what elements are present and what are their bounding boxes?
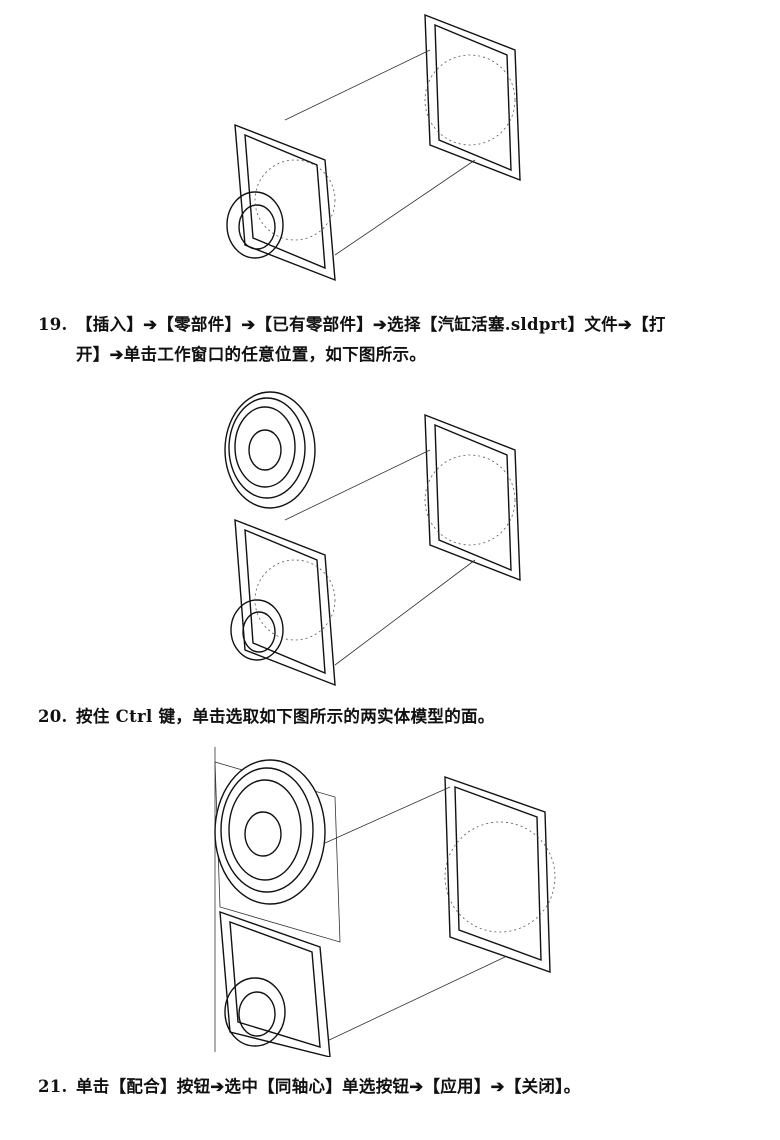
- cad-drawing: [224, 391, 521, 687]
- step-text: 按住 Ctrl 键，单击选取如下图所示的两实体模型的面。: [76, 707, 495, 726]
- cad-drawing: [214, 747, 556, 1057]
- step-number: 20.: [38, 707, 68, 726]
- step-19: 19. 【插入】➔【零部件】➔【已有零部件】➔选择【汽缸活塞.sldprt】文件➔…: [38, 310, 758, 370]
- step-21: 21. 单击【配合】按钮➔选中【同轴心】单选按钮➔【应用】➔【关闭】。: [38, 1072, 758, 1102]
- step-20: 20. 按住 Ctrl 键，单击选取如下图所示的两实体模型的面。: [38, 702, 758, 732]
- figure-cylinder-assembly: [215, 10, 545, 285]
- step-number: 19.: [38, 315, 68, 334]
- figure-cylinder-with-piston: [215, 385, 545, 695]
- step-text-continued: 开】➔单击工作窗口的任意位置，如下图所示。: [76, 345, 427, 364]
- step-number: 21.: [38, 1077, 68, 1096]
- step-text: 【插入】➔【零部件】➔【已有零部件】➔选择【汽缸活塞.sldprt】文件➔【打: [76, 315, 666, 334]
- figure-selected-faces: [205, 742, 575, 1057]
- step-text: 单击【配合】按钮➔选中【同轴心】单选按钮➔【应用】➔【关闭】。: [76, 1077, 581, 1096]
- cad-drawing: [226, 13, 521, 282]
